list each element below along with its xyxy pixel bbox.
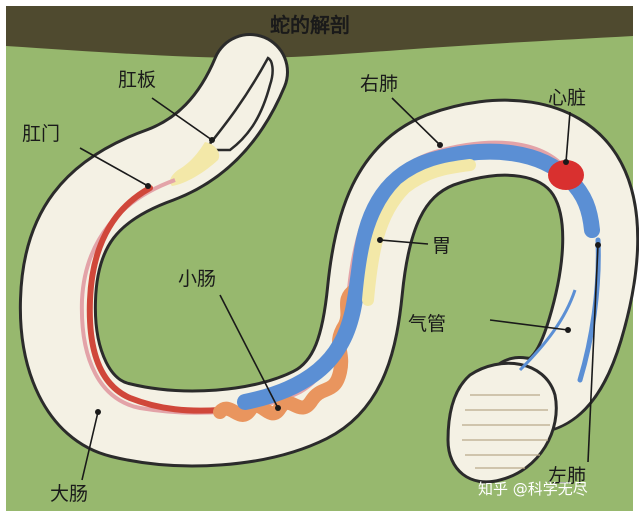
leader-heart xyxy=(565,111,571,163)
label-trachea: 气管 xyxy=(408,313,446,335)
leader-large-intestine xyxy=(81,411,99,481)
ground-strip xyxy=(6,6,633,58)
leader-dot-anus xyxy=(145,183,151,189)
heart-shape xyxy=(548,160,584,190)
label-right-lung: 右肺 xyxy=(360,73,398,95)
label-anus: 肛门 xyxy=(22,123,60,145)
leader-anus xyxy=(79,147,149,187)
leader-dot-small-intestine xyxy=(275,405,281,411)
watermark-text: 知乎 @科学无尽 xyxy=(478,480,588,498)
label-left-lung: 左肺 xyxy=(548,465,586,487)
leader-stomach xyxy=(379,239,429,245)
label-small-intestine: 小肠 xyxy=(178,268,216,290)
leader-dot-cloacal-plate xyxy=(209,137,215,143)
head-scales xyxy=(462,394,550,469)
leader-cloacal-plate xyxy=(151,97,213,141)
leader-dot-large-intestine xyxy=(95,409,101,415)
leader-dot-heart xyxy=(563,159,569,165)
leader-dot-right-lung xyxy=(437,142,443,148)
leader-trachea xyxy=(489,319,569,331)
tail-tip xyxy=(202,56,274,152)
trachea-shape xyxy=(518,289,577,372)
leader-dot-trachea xyxy=(565,327,571,333)
leader-left-lung xyxy=(587,244,599,463)
large-intestine-shape xyxy=(86,185,223,414)
leader-dot-left-lung xyxy=(595,242,601,248)
stomach-shape xyxy=(362,159,476,306)
snake-head xyxy=(446,361,558,484)
label-cloacal-plate: 肛板 xyxy=(118,69,156,91)
label-large-intestine: 大肠 xyxy=(50,483,88,505)
leader-right-lung xyxy=(391,97,441,146)
label-heart: 心脏 xyxy=(548,87,586,109)
leader-small-intestine xyxy=(219,294,279,409)
label-stomach: 胃 xyxy=(432,235,451,257)
leader-dot-stomach xyxy=(377,237,383,243)
cloacal-plate-shape xyxy=(170,142,220,186)
diagram-title: 蛇的解剖 xyxy=(270,13,350,37)
